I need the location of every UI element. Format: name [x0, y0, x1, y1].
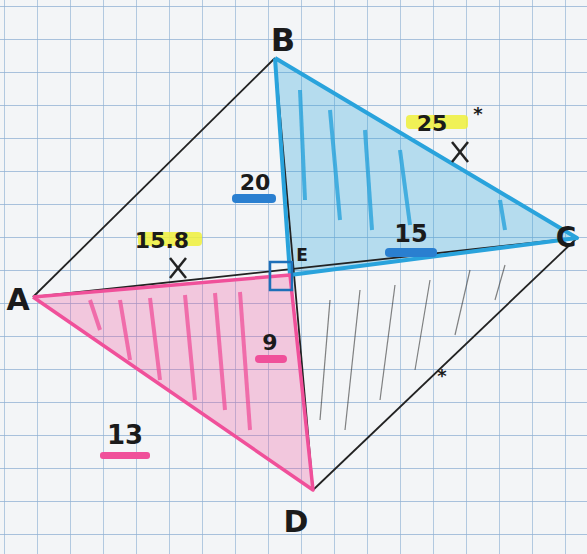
point-label: C [556, 224, 577, 252]
point-label: E [296, 247, 308, 264]
blue-triangle-edges [275, 58, 577, 275]
blue-hatching [300, 90, 505, 230]
pink-underline [100, 452, 150, 459]
pink-underline [255, 355, 287, 363]
pink-hatching [90, 292, 250, 430]
point-label: D [284, 507, 309, 537]
blue-underline [385, 248, 437, 257]
quadrilateral-outline [33, 58, 577, 490]
blue-underline [232, 194, 276, 203]
length-label: 20 [240, 172, 271, 194]
blue-triangle [275, 58, 577, 275]
note-mark: * [437, 367, 446, 385]
pink-triangle-edges [33, 275, 313, 490]
point-label: B [271, 24, 295, 56]
black-hatching [320, 265, 505, 430]
length-label: 15 [394, 222, 427, 246]
length-label: 13 [107, 422, 143, 448]
cross-marks [170, 142, 468, 278]
point-label: A [6, 285, 29, 315]
note-mark: * [473, 105, 482, 123]
pink-triangle [33, 275, 313, 490]
length-label: 9 [262, 332, 277, 354]
length-label: 25 [417, 113, 448, 135]
right-angle-mark [270, 262, 292, 290]
length-label: 15.8 [135, 230, 189, 252]
